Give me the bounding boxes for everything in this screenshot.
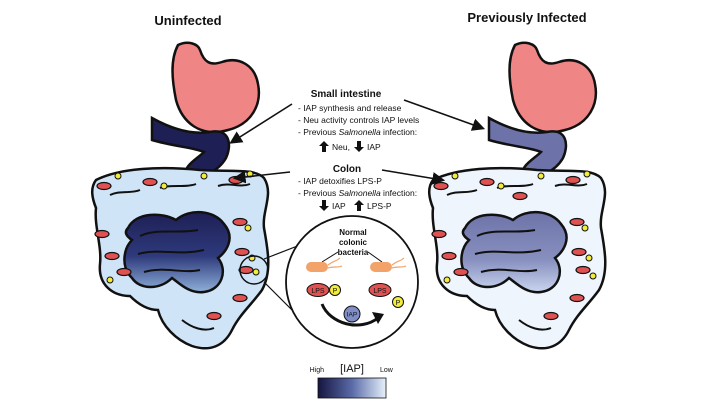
legend-low: Low	[380, 367, 394, 374]
reaction-arrow	[320, 303, 379, 327]
right-small-intestine-folds	[474, 229, 542, 273]
title-uninfected: Uninfected	[154, 13, 221, 28]
left-small-intestine-folds	[137, 229, 205, 273]
left-stomach	[171, 41, 261, 134]
inset-title-line2: colonic	[339, 238, 368, 247]
colon-heading: Colon	[333, 164, 361, 175]
colon-line1: - IAP detoxifies LPS-P	[298, 176, 382, 186]
si-effect-neu: Neu,	[332, 142, 350, 152]
colon-panel: Colon - IAP detoxifies LPS-P - Previous …	[298, 164, 417, 211]
legend-high: High	[310, 367, 325, 374]
left-digestive-tract	[91, 41, 319, 350]
iap-enzyme-label: IAP	[347, 312, 357, 319]
decrease-arrow-icon	[354, 141, 364, 152]
increase-arrow-icon	[354, 200, 364, 211]
reaction-arrowhead	[372, 312, 384, 324]
left-rectum-fold	[181, 319, 215, 331]
small-intestine-heading: Small intestine	[311, 89, 382, 100]
small-intestine-line2: - Neu activity controls IAP levels	[298, 115, 419, 125]
si-effect-iap: IAP	[367, 142, 381, 152]
p-released	[392, 296, 404, 308]
small-intestine-line3: - Previous Salmonella infection:	[298, 127, 417, 137]
connector-arrows	[229, 99, 486, 185]
p-left-label: P	[333, 288, 338, 295]
decrease-arrow-icon	[319, 200, 329, 211]
left-p-markers	[106, 170, 260, 284]
iap-legend: [IAP] High Low	[310, 363, 394, 399]
legend-gradient-bar	[317, 377, 387, 399]
right-rectum-fold	[518, 319, 552, 331]
lps-left-label: LPS	[311, 288, 325, 295]
colon-effect-iap: IAP	[332, 201, 346, 211]
bacterium-left-icon	[306, 257, 343, 272]
increase-arrow-icon	[319, 141, 329, 152]
p-left	[329, 284, 341, 296]
bacterium-right-icon	[370, 257, 407, 272]
inset-title-line1: Normal	[339, 228, 367, 237]
iap-enzyme	[343, 305, 361, 323]
colon-line2: - Previous Salmonella infection:	[298, 188, 417, 198]
bacteria-inset: Normal colonic bacteria LPS P LPS P IAP	[285, 215, 419, 349]
colon-effect-lps-p: LPS-P	[367, 201, 392, 211]
lps-right-label: LPS	[373, 288, 387, 295]
p-released-label: P	[396, 300, 401, 307]
right-digestive-tract	[428, 41, 607, 350]
small-intestine-line1: - IAP synthesis and release	[298, 103, 402, 113]
legend-label: [IAP]	[340, 363, 364, 375]
inset-pointer-left	[321, 251, 339, 263]
zoom-circle	[239, 255, 269, 285]
small-intestine-panel: Small intestine - IAP synthesis and rele…	[298, 89, 419, 152]
title-previously-infected: Previously Infected	[467, 10, 586, 25]
inset-pointer-right	[367, 251, 383, 263]
lps-right	[368, 283, 392, 297]
right-stomach	[508, 41, 598, 134]
right-lps-markers	[431, 175, 591, 321]
right-p-markers	[443, 170, 597, 284]
inset-title-line3: bacteria	[338, 248, 369, 257]
